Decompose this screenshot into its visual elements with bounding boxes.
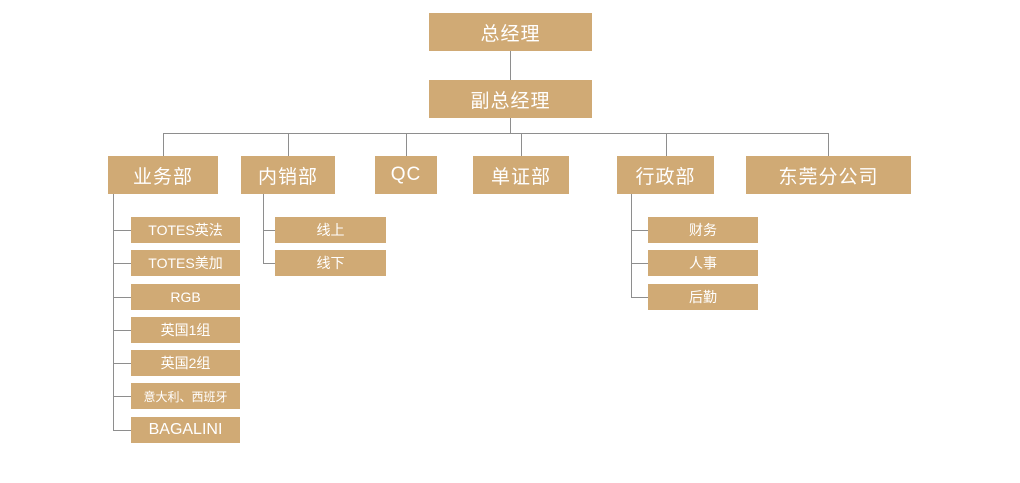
node-general-manager: 总经理: [429, 13, 592, 51]
connector-deputy-drop: [510, 118, 511, 133]
connector-stub-rgb: [113, 297, 131, 298]
connector-stub-bagalini: [113, 430, 131, 431]
connector-stub-online: [263, 230, 275, 231]
connector-stub-uk-group-2: [113, 363, 131, 364]
connector-stub-admin-dept: [666, 133, 667, 156]
node-uk-group-1: 英国1组: [131, 317, 240, 343]
connector-stub-hr: [631, 263, 648, 264]
connector-stub-offline: [263, 263, 275, 264]
connector-departments-rail: [163, 133, 828, 134]
connector-stub-totes-uk-france: [113, 230, 131, 231]
node-deputy-general-manager: 副总经理: [429, 80, 592, 118]
connector-stub-qc-dept: [406, 133, 407, 156]
node-hr: 人事: [648, 250, 758, 276]
connector-stub-finance: [631, 230, 648, 231]
node-qc-dept: QC: [375, 156, 437, 194]
node-business-dept: 业务部: [108, 156, 218, 194]
node-admin-dept: 行政部: [617, 156, 714, 194]
node-italy-spain: 意大利、西班牙: [131, 383, 240, 409]
connector-admin-children-rail: [631, 194, 632, 297]
connector-stub-italy-spain: [113, 396, 131, 397]
connector-business-children-rail: [113, 194, 114, 430]
node-documentation-dept: 单证部: [473, 156, 569, 194]
node-dongguan-branch: 东莞分公司: [746, 156, 911, 194]
node-online: 线上: [275, 217, 386, 243]
connector-stub-domestic-sales-dept: [288, 133, 289, 156]
node-logistics: 后勤: [648, 284, 758, 310]
node-rgb: RGB: [131, 284, 240, 310]
connector-domestic-children-rail: [263, 194, 264, 263]
node-uk-group-2: 英国2组: [131, 350, 240, 376]
node-bagalini: BAGALINI: [131, 417, 240, 443]
node-totes-us-canada: TOTES美加: [131, 250, 240, 276]
connector-stub-business-dept: [163, 133, 164, 156]
connector-stub-dongguan-branch: [828, 133, 829, 156]
connector-stub-documentation-dept: [521, 133, 522, 156]
connector-root-deputy: [510, 51, 511, 80]
node-totes-uk-france: TOTES英法: [131, 217, 240, 243]
connector-stub-totes-us-canada: [113, 263, 131, 264]
node-offline: 线下: [275, 250, 386, 276]
node-domestic-sales-dept: 内销部: [241, 156, 335, 194]
node-finance: 财务: [648, 217, 758, 243]
connector-stub-logistics: [631, 297, 648, 298]
connector-stub-uk-group-1: [113, 330, 131, 331]
